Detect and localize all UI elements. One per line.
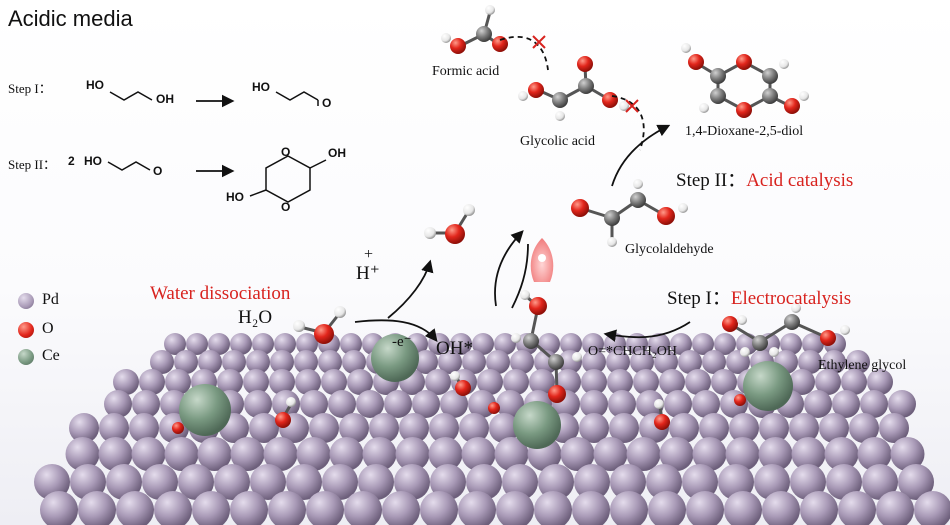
pd-atom bbox=[610, 491, 648, 525]
step1-name: Electrocatalysis bbox=[731, 288, 851, 309]
dioxane-ho: HO bbox=[226, 190, 244, 204]
glycolaldehyde-ho: HO bbox=[252, 80, 270, 94]
legend-o-label: O bbox=[42, 320, 54, 338]
step2-o: O bbox=[153, 164, 162, 178]
ce-atom bbox=[179, 384, 231, 436]
page-title: Acidic media bbox=[8, 6, 133, 32]
released-water bbox=[424, 204, 475, 244]
electron-label: -e⁻ bbox=[392, 332, 412, 351]
glycolaldehyde-label: Glycolaldehyde bbox=[625, 242, 714, 258]
legend-ce-swatch bbox=[18, 349, 34, 365]
h2o-label: H₂O bbox=[238, 307, 272, 329]
step1-label-left: Step I： bbox=[8, 78, 52, 97]
glycolaldehyde-skeleton bbox=[276, 92, 318, 100]
ce-atom bbox=[743, 361, 793, 411]
glycolaldehyde-skeleton-2 bbox=[108, 162, 150, 170]
glycolaldehyde-o: O bbox=[322, 96, 331, 110]
step1-prefix: Step I： bbox=[667, 288, 731, 309]
dioxane-skeleton bbox=[266, 156, 310, 202]
step1-heading: Step I：Electrocatalysis bbox=[667, 283, 851, 310]
step2-name: Acid catalysis bbox=[746, 170, 853, 191]
intermediate-label: O=*CHCH₂OH bbox=[588, 344, 677, 360]
water-dissociation-label: Water dissociation bbox=[150, 283, 290, 305]
legend-o-swatch bbox=[18, 322, 34, 338]
o-atom bbox=[488, 402, 500, 414]
dioxane-label: 1,4-Dioxane-2,5-diol bbox=[685, 124, 803, 140]
dioxane-diol-molecule bbox=[681, 43, 809, 118]
glycolic-acid-molecule bbox=[518, 56, 629, 121]
step2-prefix: Step II： bbox=[676, 170, 746, 191]
oh-star-label: OH* bbox=[436, 338, 473, 360]
ethylene-glycol-label: Ethylene glycol bbox=[818, 358, 906, 374]
glycolic-acid-label: Glycolic acid bbox=[520, 134, 595, 150]
o-atom bbox=[734, 394, 746, 406]
step2-coefficient: 2 bbox=[68, 154, 75, 168]
legend-pd-swatch bbox=[18, 293, 34, 309]
ethylene-glycol-oh: OH bbox=[156, 92, 174, 106]
h-plus-label: H⁺ bbox=[356, 262, 380, 285]
ce-atom bbox=[513, 401, 561, 449]
pd-catalyst-surface bbox=[34, 333, 950, 525]
o-atom bbox=[172, 422, 184, 434]
skeletal-structures bbox=[108, 92, 326, 202]
pd-atom bbox=[572, 491, 610, 525]
formic-acid-molecule bbox=[441, 5, 508, 54]
dioxane-o-bottom: O bbox=[281, 200, 290, 214]
ethylene-glycol-ho: HO bbox=[86, 78, 104, 92]
glycolaldehyde-molecule bbox=[571, 179, 688, 247]
ethylene-glycol-skeleton bbox=[110, 92, 152, 100]
rocket-icon bbox=[531, 238, 554, 282]
formic-acid-label: Formic acid bbox=[432, 64, 499, 80]
dioxane-o-top: O bbox=[281, 145, 290, 159]
acid-catalysis-arrow bbox=[612, 126, 668, 186]
proton-release-arrow bbox=[388, 262, 430, 318]
step2-heading: Step II：Acid catalysis bbox=[676, 165, 853, 192]
dioxane-oh: OH bbox=[328, 146, 346, 160]
legend-ce-label: Ce bbox=[42, 347, 60, 365]
step2-ho: HO bbox=[84, 154, 102, 168]
step2-label-left: Step II： bbox=[8, 154, 56, 173]
legend-pd-label: Pd bbox=[42, 291, 59, 309]
